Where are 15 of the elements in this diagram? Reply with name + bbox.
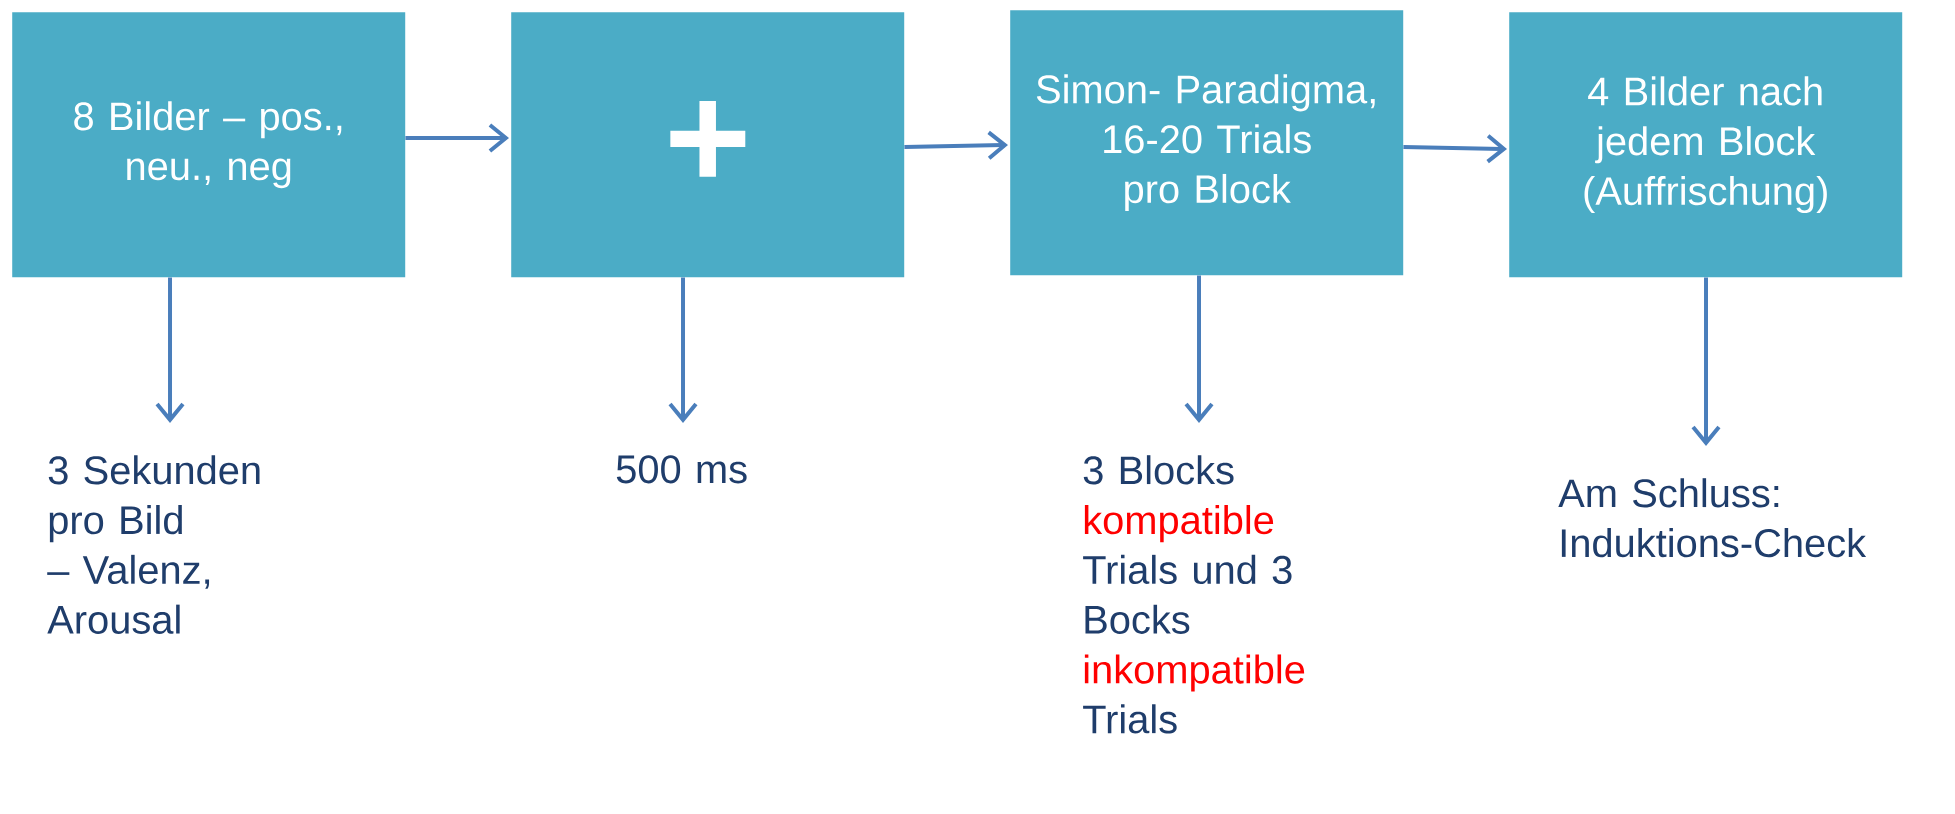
arrow: [904, 130, 1008, 160]
note-text: 500 ms: [616, 455, 747, 484]
note-text: 3 Blocks kompatible Trials und 3 Bocks inkompatible Trials: [1083, 455, 1305, 734]
arrow: [405, 123, 509, 153]
process-box: 4 Bilder nach jedem Block (Auffrischung): [1509, 12, 1903, 278]
arrow: [1691, 277, 1721, 446]
arrow: [155, 277, 185, 423]
arrow: [1184, 275, 1214, 423]
process-box: Simon- Paradigma, 16-20 Trials pro Block: [1010, 10, 1404, 276]
arrow: [668, 277, 698, 423]
arrow: [1403, 134, 1507, 164]
note-text: 3 Sekunden pro Bild – Valenz, Arousal: [47, 455, 260, 634]
process-box: +: [511, 12, 905, 278]
process-box: 8 Bilder – pos., neu., neg: [12, 12, 406, 278]
note-text: Am Schluss: Induktions-Check: [1558, 478, 1867, 558]
